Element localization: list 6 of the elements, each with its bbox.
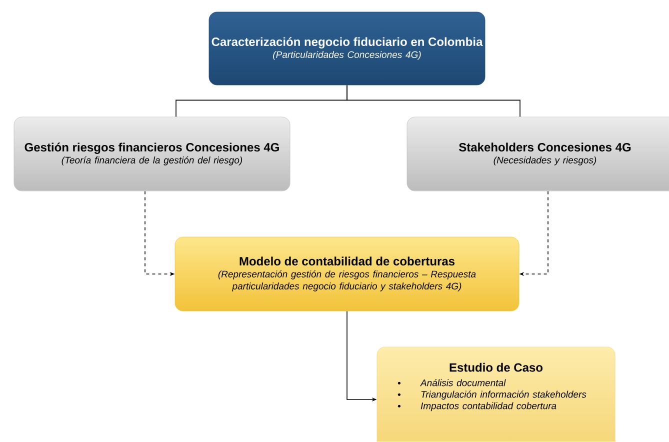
process-box: Modelo de contabilidad de coberturas (Representación gestión de riesgos financieros – Respuesta particularidades negocio fiduciario y stakeholders 4G) [174,236,520,312]
process-box: Stakeholders Concesiones 4G (Necesidades y riesgos) [406,116,669,192]
process-box: Gestión riesgos financieros Concesiones 4G (Teoría financiera de la gestión del riesgo) [14,116,290,192]
title-box: Caracterización negocio fiduciario en Colombia (Particularidades Concesiones 4G) [208,12,486,86]
connector-line [346,84,520,118]
process-box: Estudio de Caso Análisis documental Triangulación información stakeholders Impactos contabilidad cobertura [376,346,616,442]
